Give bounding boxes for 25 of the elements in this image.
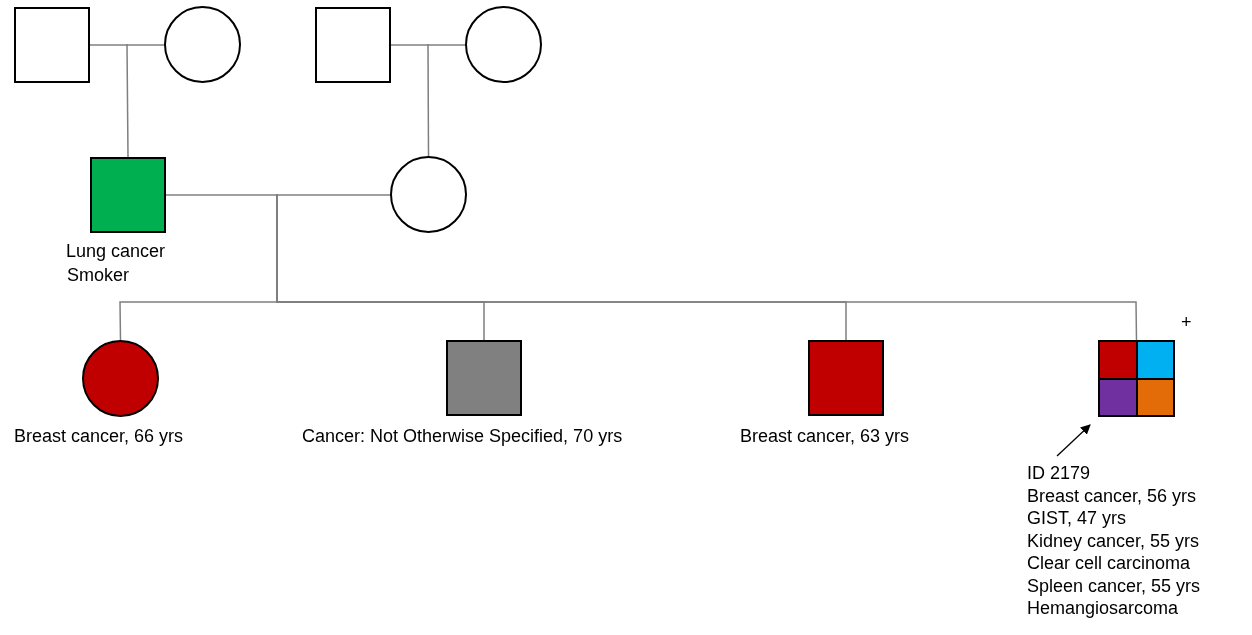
arrow (1056, 424, 1091, 457)
pedigree-line (165, 194, 391, 196)
caption-text: Lung cancer (66, 241, 166, 261)
square-symbol (808, 340, 884, 416)
annotation-text: Clear cell carcinoma (1027, 552, 1191, 575)
quadrant-square-symbol (1098, 340, 1175, 417)
caption-text: Smoker (67, 265, 129, 285)
annotation-text: Breast cancer, 56 yrs (1027, 484, 1197, 507)
pedigree-line (89, 44, 165, 46)
annotation-text: GIST, 47 yrs (1027, 507, 1127, 530)
annotation-text: ID 2179 (1027, 462, 1091, 485)
pedigree-line (427, 43, 430, 157)
annotation-text: Kidney cancer, 55 yrs (1027, 529, 1200, 552)
caption-text: Breast cancer, 63 yrs (740, 426, 910, 446)
caption-text: Cancer: Not Otherwise Specified, 70 yrs (302, 426, 623, 446)
pedigree-line (390, 44, 466, 46)
annotation-text: Hemangiosarcoma (1027, 597, 1179, 620)
square-symbol (446, 340, 522, 416)
annotation-text: Spleen cancer, 55 yrs (1027, 574, 1201, 597)
square-symbol (14, 7, 90, 83)
square-symbol (90, 157, 166, 233)
pedigree-line (126, 43, 129, 158)
caption-text: + (1181, 312, 1192, 332)
square-symbol (315, 7, 391, 83)
caption-text: Breast cancer, 66 yrs (14, 426, 184, 446)
